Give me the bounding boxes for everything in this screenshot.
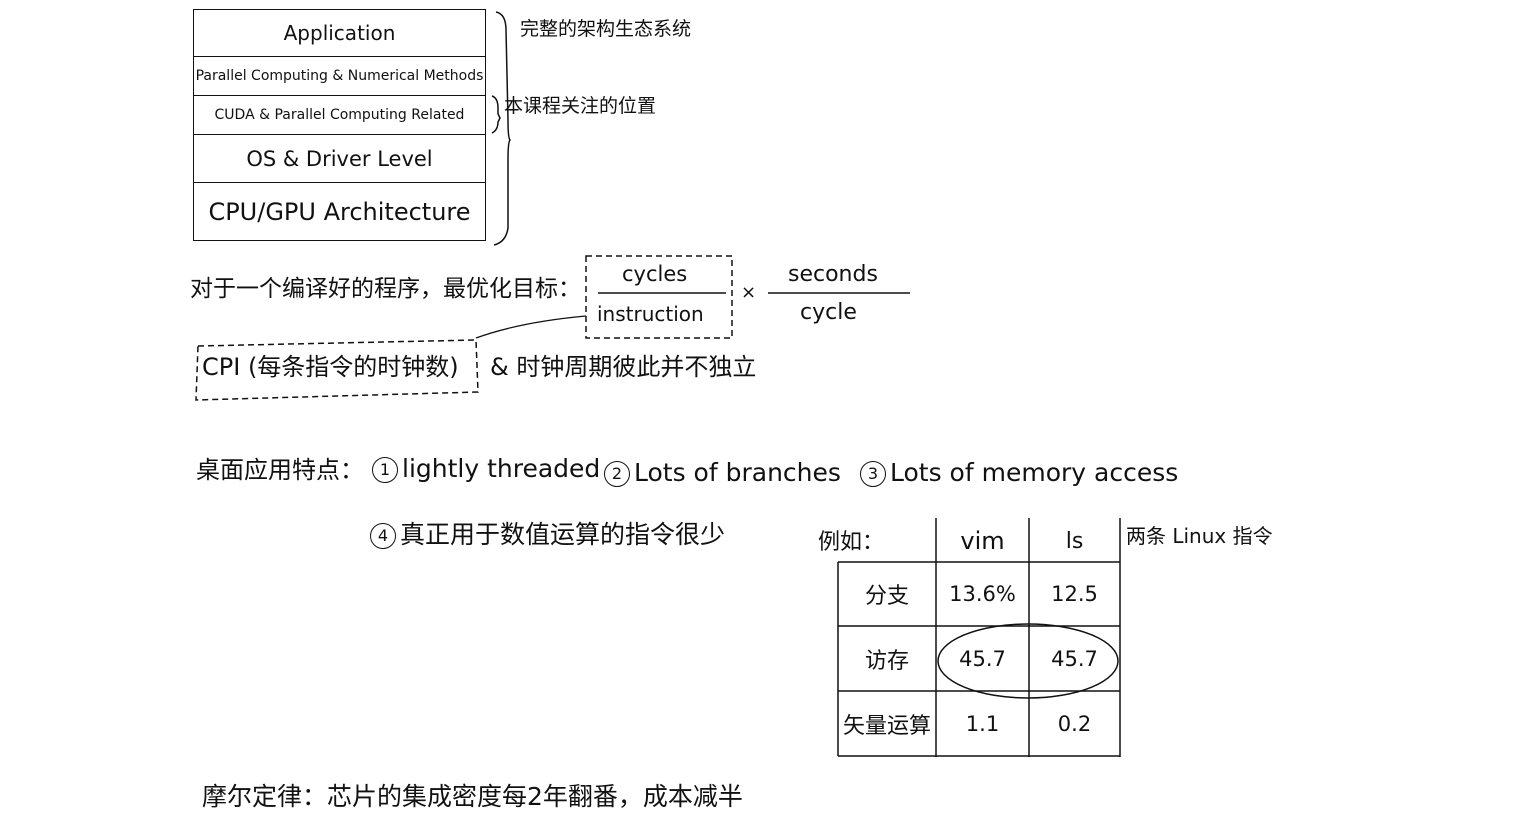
stack-layer-os-driver: OS & Driver Level [194,135,485,183]
circled-number-1: 1 [372,457,398,483]
stack-layer-cpu-gpu: CPU/GPU Architecture [208,197,471,226]
fraction-cycle-denominator: cycle [800,300,857,325]
fraction-seconds-numerator: seconds [788,262,878,287]
table-row-label-vector: 矢量运算 [842,713,931,739]
circled-number-3: 3 [860,461,886,487]
highlight-ellipse-memory [937,623,1119,699]
table-row-label-memory: 访存 [864,648,909,674]
architecture-stack-diagram: Application Parallel Computing & Numeric… [193,9,486,241]
cpi-note: & 时钟周期彼此并不独立 [490,353,757,381]
fraction-cycles-numerator: cycles [622,262,688,286]
table-corner-label: 例如： [818,530,885,555]
connector-line [475,315,587,339]
table-row-label-branches: 分支 [864,584,909,609]
brace-full-stack [493,11,512,246]
table-header-ls: ls [1065,528,1084,554]
dashed-box-cpi-fraction [585,255,733,339]
moore-law-note: 摩尔定律：芯片的集成密度每2年翻番，成本减半 [202,782,743,811]
table-cell-ls-branches: 12.5 [1051,582,1098,606]
stack-layer-parallel-computing: Parallel Computing & Numerical Methods [194,57,485,96]
brace-label-full-ecosystem: 完整的架构生态系统 [520,18,692,40]
table-cell-ls-memory: 45.7 [1051,646,1098,671]
brace-course-focus [491,95,501,134]
fraction-instruction-denominator: instruction [597,302,704,326]
table-cell-ls-vector: 0.2 [1057,711,1092,736]
dashed-box-cpi-label [195,339,479,401]
stack-layer-cuda: CUDA & Parallel Computing Related [194,96,485,135]
circled-number-2: 2 [604,461,630,487]
table-header-vim: vim [960,527,1005,555]
stack-layer-application: Application [194,10,485,57]
table-side-note: 两条 Linux 指令 [1126,524,1273,548]
brace-label-course-focus: 本课程关注的位置 [504,95,657,117]
optimization-prefix: 对于一个编译好的程序，最优化目标： [190,276,581,302]
cpi-label: CPI (每条指令的时钟数) [202,353,459,381]
example-table-grid [837,518,1121,757]
multiply-sign: × [741,282,757,303]
table-cell-vim-memory: 45.7 [959,646,1006,671]
table-cell-vim-branches: 13.6% [949,582,1016,606]
desktop-features-prefix: 桌面应用特点： [196,456,364,484]
circled-number-4: 4 [370,523,396,549]
table-cell-vim-vector: 1.1 [965,711,1000,736]
